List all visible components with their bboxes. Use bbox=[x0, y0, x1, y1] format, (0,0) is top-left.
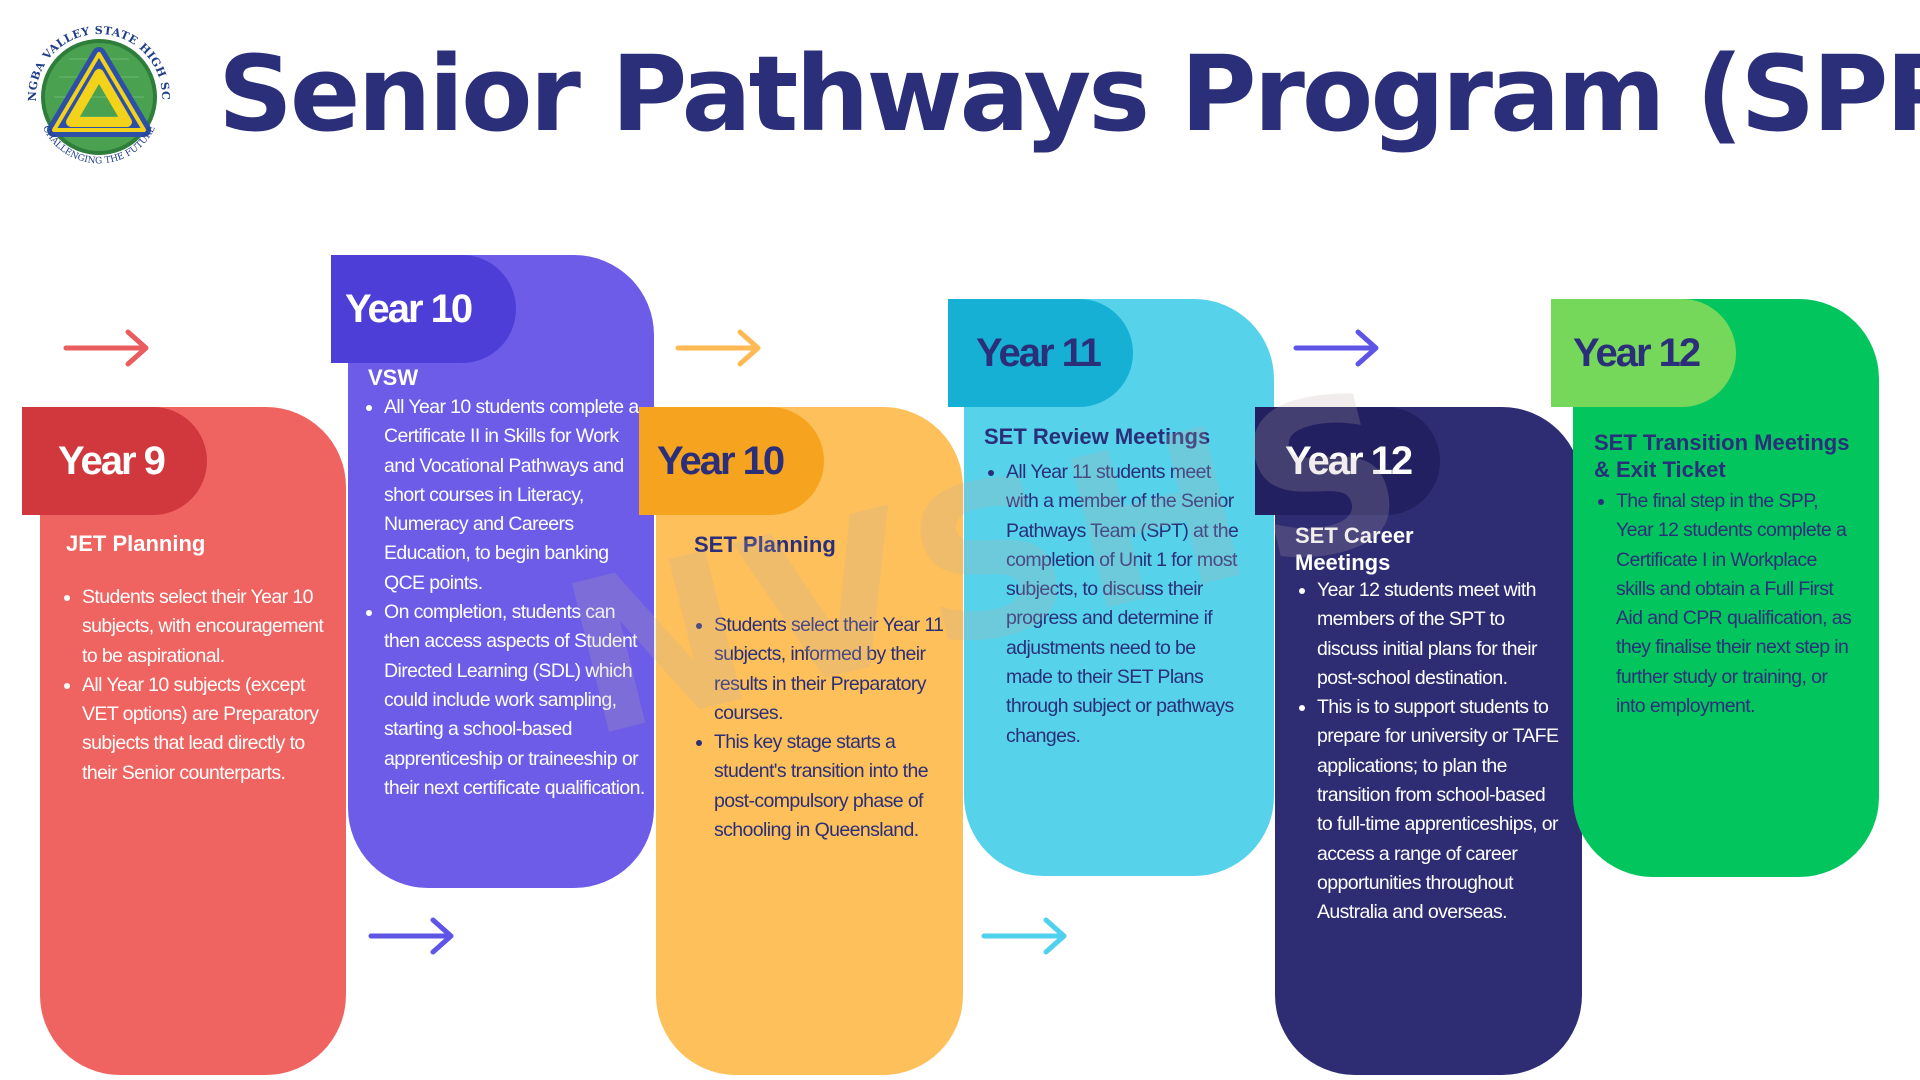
card-year10-set-heading: SET Planning bbox=[694, 532, 836, 557]
list-item: All Year 11 students meet with a member … bbox=[1006, 458, 1240, 751]
list-item: This key stage starts a student's transi… bbox=[714, 728, 954, 845]
card-year11-content: SET Review Meetings All Year 11 students… bbox=[984, 423, 1240, 751]
card-year12-career-content: SET Career Meetings Year 12 students mee… bbox=[1295, 522, 1561, 928]
card-year10-set-content: SET Planning Students select their Year … bbox=[692, 531, 954, 845]
card-year9-heading: JET Planning bbox=[66, 531, 206, 556]
card-year12-career-list: Year 12 students meet with members of th… bbox=[1295, 576, 1561, 928]
arrow-right-icon bbox=[367, 914, 459, 958]
arrow-right-icon bbox=[980, 914, 1072, 958]
tab-year10-set: Year 10 bbox=[639, 407, 824, 515]
list-item: Year 12 students meet with members of th… bbox=[1317, 576, 1561, 693]
tab-year9: Year 9 bbox=[22, 407, 207, 515]
card-year9 bbox=[40, 407, 346, 1075]
page-title: Senior Pathways Program (SPP) bbox=[218, 33, 1920, 155]
card-year10-vsw-heading: VSW bbox=[368, 365, 419, 390]
list-item: Students select their Year 10 subjects, … bbox=[82, 583, 330, 671]
card-year11-list: All Year 11 students meet with a member … bbox=[984, 458, 1240, 751]
tab-year10-vsw: Year 10 bbox=[331, 255, 516, 363]
arrow-right-icon bbox=[674, 326, 766, 370]
card-year12-transition-content: SET Transition Meetings & Exit Ticket Th… bbox=[1594, 429, 1856, 721]
list-item: All Year 10 subjects (except VET options… bbox=[82, 671, 330, 788]
card-year10-set-list: Students select their Year 11 subjects, … bbox=[692, 611, 954, 845]
card-year11-heading: SET Review Meetings bbox=[984, 424, 1211, 449]
card-year12-transition-heading: SET Transition Meetings & Exit Ticket bbox=[1594, 430, 1850, 482]
list-item: The final step in the SPP, Year 12 stude… bbox=[1616, 487, 1856, 721]
card-year12-transition-list: The final step in the SPP, Year 12 stude… bbox=[1594, 487, 1856, 721]
tab-year11: Year 11 bbox=[948, 299, 1133, 407]
list-item: All Year 10 students complete a Certific… bbox=[384, 393, 652, 598]
list-item: This is to support students to prepare f… bbox=[1317, 693, 1561, 927]
card-year10-vsw-list: All Year 10 students complete a Certific… bbox=[362, 393, 652, 803]
card-year12-career-heading: SET Career Meetings bbox=[1295, 523, 1414, 575]
card-year12-career bbox=[1275, 407, 1582, 1075]
list-item: On completion, students can then access … bbox=[384, 598, 652, 803]
card-year10-vsw-content: VSW All Year 10 students complete a Cert… bbox=[362, 364, 652, 803]
school-logo: NARANGBA VALLEY STATE HIGH SCHOOL CHALLE… bbox=[14, 12, 184, 182]
card-year9-content: JET Planning Students select their Year … bbox=[60, 530, 330, 788]
tab-year12-transition: Year 12 bbox=[1551, 299, 1736, 407]
card-year10-set bbox=[656, 407, 963, 1075]
tab-year12-career: Year 12 bbox=[1255, 407, 1440, 515]
arrow-right-icon bbox=[62, 326, 154, 370]
card-year9-list: Students select their Year 10 subjects, … bbox=[60, 583, 330, 788]
arrow-right-icon bbox=[1292, 326, 1384, 370]
list-item: Students select their Year 11 subjects, … bbox=[714, 611, 954, 728]
